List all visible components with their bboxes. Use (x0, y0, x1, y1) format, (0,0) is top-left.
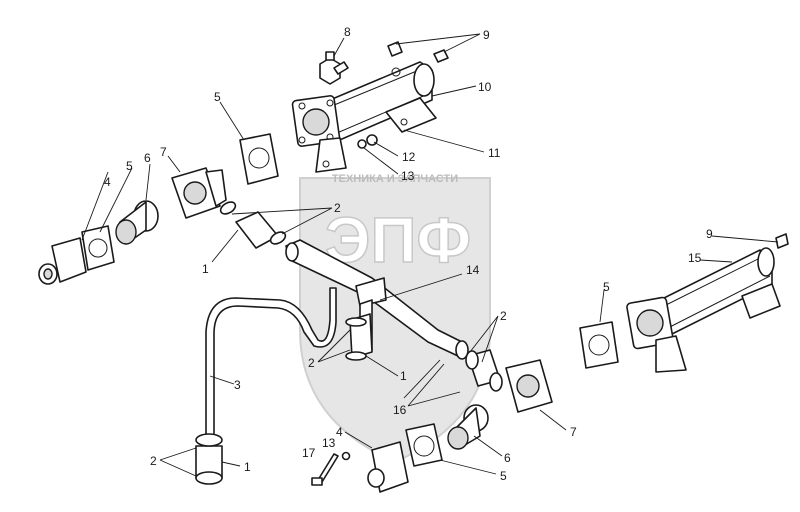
callout-7-left: 7 (160, 145, 167, 159)
housing-7-left (171, 167, 227, 219)
cover-4-right (367, 441, 409, 493)
callout-1-bottom: 1 (244, 460, 251, 474)
callout-10: 10 (478, 80, 492, 94)
callout-5-right: 5 (603, 280, 610, 294)
callout-16: 16 (393, 403, 407, 417)
leader-lines (81, 33, 779, 477)
watermark-top-text: ТЕХНИКА И ЗАПЧАСТИ (332, 173, 458, 185)
callout-8: 8 (344, 25, 351, 39)
gasket-5-upper (239, 133, 279, 185)
callout-4-right: 4 (336, 425, 343, 439)
fitting-8 (319, 51, 349, 85)
callout-5-bottom: 5 (500, 469, 507, 483)
callout-1-middle: 1 (400, 369, 407, 383)
plug-9-right (775, 233, 789, 249)
watermark: ТЕХНИКА И ЗАПЧАСТИ ЭПФ (299, 173, 491, 464)
callout-6-right: 6 (504, 451, 511, 465)
callout-17: 17 (302, 446, 316, 460)
gasket-5-right-upper (579, 321, 619, 369)
manifold-top-port (302, 108, 330, 136)
callout-5-top: 5 (214, 90, 221, 104)
watermark-main-text: ЭПФ (325, 204, 471, 276)
callout-12: 12 (402, 150, 416, 164)
callout-2-middle: 2 (308, 356, 315, 370)
manifold-top (291, 61, 437, 173)
callout-5-left: 5 (126, 159, 133, 173)
gasket-5-right-lower (405, 423, 443, 467)
callout-2-right: 2 (500, 309, 507, 323)
callout-13-top: 13 (401, 169, 415, 183)
callout-3: 3 (234, 378, 241, 392)
manifold-top-foot-left (315, 137, 347, 173)
callout-15: 15 (688, 251, 702, 265)
callout-4-left: 4 (104, 175, 111, 189)
hose-1-upper (219, 201, 287, 249)
callout-7-right: 7 (570, 425, 577, 439)
cover-4-left (38, 237, 87, 285)
callout-2-bottom: 2 (150, 454, 157, 468)
callout-13-bottom: 13 (322, 436, 336, 450)
callout-9-top: 9 (483, 28, 490, 42)
callout-6-left: 6 (144, 151, 151, 165)
thermostat-6-right (447, 404, 489, 450)
housing-7-right (505, 359, 553, 413)
plugs-9-top (387, 41, 449, 63)
washer-13-lower (341, 451, 351, 461)
manifold-right (626, 233, 789, 373)
hose-1-middle (345, 313, 373, 361)
callout-11: 11 (488, 146, 501, 160)
hose-right (465, 349, 503, 392)
bolt-17 (311, 453, 339, 486)
callout-labels: 8 9 10 11 12 13 5 5 4 6 7 2 1 14 2 1 3 2… (104, 25, 713, 483)
callout-14: 14 (466, 263, 480, 277)
hose-1-lower (195, 433, 223, 485)
gasket-5-left (81, 225, 115, 271)
manifold-top-foot-right (385, 97, 437, 133)
callout-1-top: 1 (202, 262, 209, 276)
callout-2-top: 2 (334, 201, 341, 215)
thermostat-6-left (115, 200, 159, 245)
nut-washer-12-13 (357, 134, 378, 149)
callout-9-right: 9 (706, 227, 713, 241)
manifold-top-end (413, 63, 435, 97)
pipe-3 (205, 287, 337, 437)
